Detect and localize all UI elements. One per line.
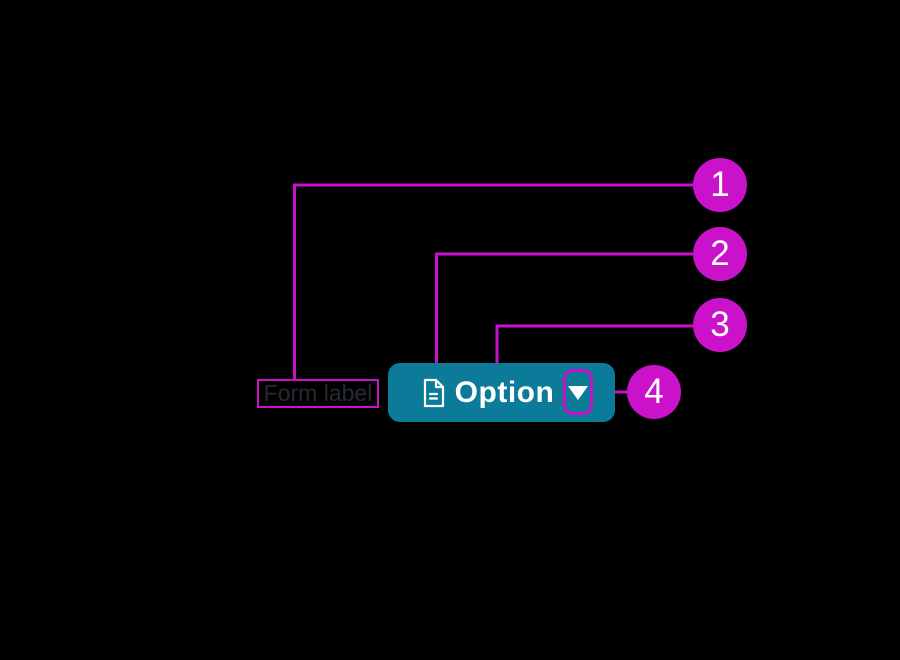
caret-annotation-box[interactable] bbox=[563, 369, 593, 415]
document-lines-icon bbox=[423, 378, 445, 408]
caret-down-icon bbox=[568, 386, 588, 400]
callout-number: 2 bbox=[710, 234, 730, 273]
callout-number: 1 bbox=[710, 165, 730, 204]
callout-number: 4 bbox=[644, 372, 664, 411]
option-dropdown-button[interactable]: Option bbox=[388, 363, 615, 422]
callout-badge-1: 1 bbox=[693, 158, 747, 212]
form-label: Form label bbox=[257, 379, 379, 408]
form-label-text: Form label bbox=[263, 380, 373, 406]
callout-line-1 bbox=[293, 183, 693, 380]
callout-badge-2: 2 bbox=[693, 227, 747, 281]
callout-badge-4: 4 bbox=[627, 365, 681, 419]
button-label: Option bbox=[454, 375, 555, 409]
callout-line-2 bbox=[435, 252, 693, 366]
callout-number: 3 bbox=[710, 305, 730, 344]
callout-badge-3: 3 bbox=[693, 298, 747, 352]
